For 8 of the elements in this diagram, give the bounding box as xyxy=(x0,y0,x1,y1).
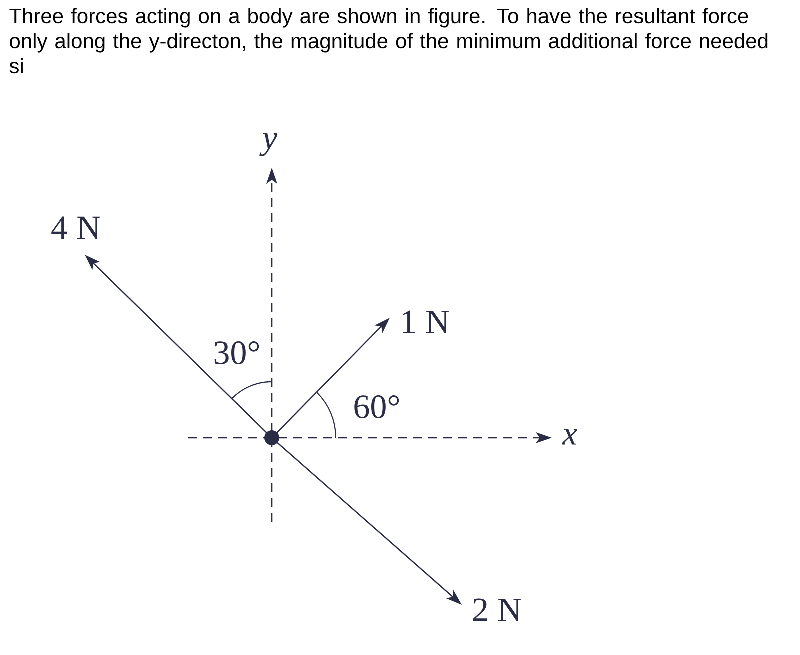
axis-label: x xyxy=(562,429,578,445)
angle-label: 60° xyxy=(354,396,400,418)
axis-label: y xyxy=(260,134,278,156)
force-label: 1 N xyxy=(402,310,450,334)
force-label: 2 N xyxy=(473,598,522,622)
force-label: 4 N xyxy=(52,216,100,240)
angle-label: 30° xyxy=(214,342,260,364)
question-text: Three forces acting on a body are shown in figure. To have the resultant force only along the y-directon, the magnitude of the minimum additional force needed si xyxy=(10,8,768,74)
